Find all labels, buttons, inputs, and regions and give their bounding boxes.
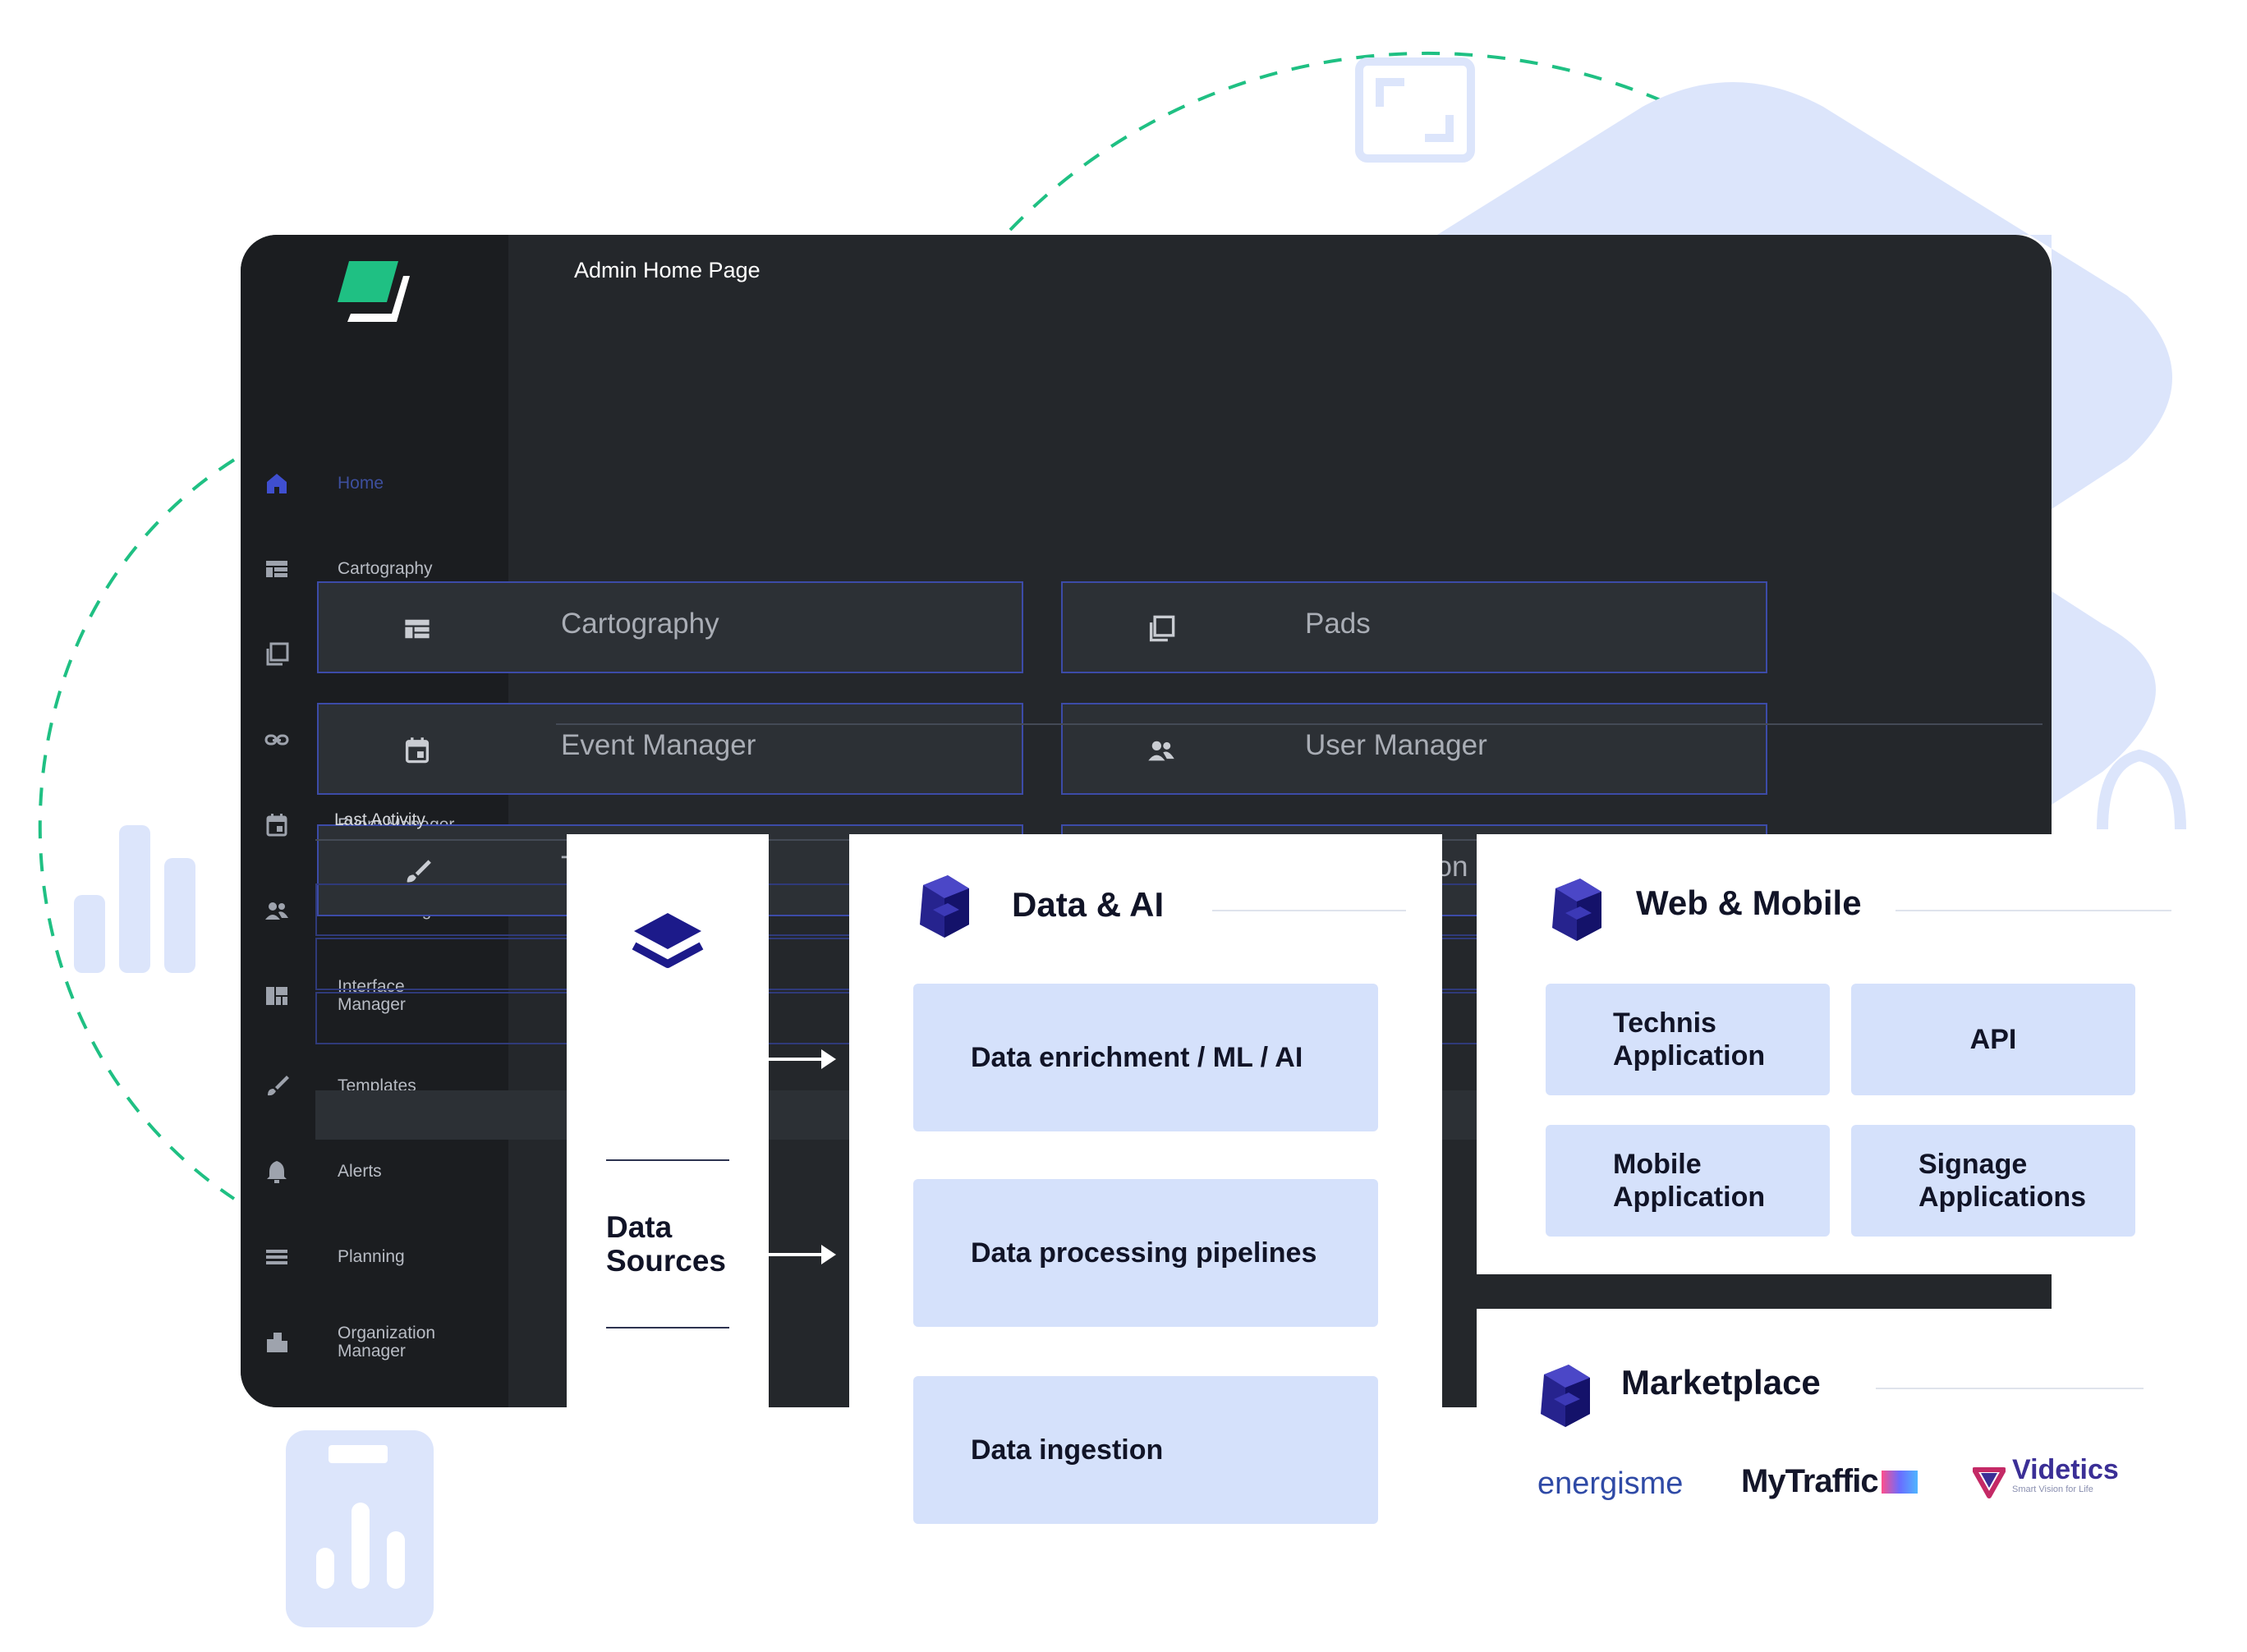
expand-icon: [1355, 57, 1475, 163]
tile-label: Cartography: [561, 608, 719, 640]
tile-label: Event Manager: [561, 729, 756, 761]
technis-logo: [338, 261, 410, 322]
admin-sidebar: Home Cartography Pads Link Pads Event Ma…: [241, 235, 508, 1407]
data-ai-item-label: Data ingestion: [971, 1434, 1164, 1466]
list-icon: [262, 1242, 292, 1272]
web-mobile-item[interactable]: API: [1851, 984, 2135, 1095]
page-title: Admin Home Page: [574, 258, 760, 282]
sidebar-item-label: Organization Manager: [338, 1324, 436, 1361]
link-icon: [262, 725, 292, 755]
tile-label: Pads: [1305, 608, 1371, 640]
last-activity-label: Last Activity: [334, 810, 425, 829]
table-icon: [262, 554, 292, 584]
tile-pads[interactable]: Pads: [1061, 581, 1767, 673]
marketplace-title: Marketplace: [1621, 1363, 1821, 1402]
sidebar-item-rebuild[interactable]: Rebuild: [241, 1404, 508, 1407]
videtics-text: Videtics: [2012, 1454, 2119, 1485]
calendar-icon: [262, 810, 292, 840]
marketplace-card: Marketplace energisme MyTraffic Videtics…: [1477, 1309, 2204, 1652]
sidebar-item-label: Cartography: [338, 559, 433, 578]
tile-label: User Manager: [1305, 729, 1487, 761]
tile-event-manager[interactable]: Event Manager: [317, 703, 1023, 795]
videtics-v-icon: [1973, 1467, 2006, 1498]
bell-icon: [262, 1157, 292, 1186]
data-sources-label: Data Sources: [606, 1210, 727, 1278]
sidebar-item-cartography[interactable]: Cartography: [241, 540, 508, 598]
sidebar-item-organization-manager[interactable]: Organization Manager: [241, 1314, 508, 1371]
web-mobile-item-label: API: [1969, 1024, 2017, 1055]
divider: [1895, 910, 2171, 911]
clipboard-chart-icon: [286, 1430, 434, 1627]
cube-icon: [1541, 1365, 1590, 1427]
building-icon: [262, 1328, 292, 1357]
divider: [1212, 910, 1406, 911]
sidebar-item-planning[interactable]: Planning: [241, 1228, 508, 1286]
layers-icon: [632, 913, 704, 968]
dashboard-icon: [262, 981, 292, 1011]
data-ai-item[interactable]: Data ingestion: [913, 1376, 1378, 1524]
users-icon: [262, 896, 292, 925]
divider: [606, 1327, 729, 1328]
sidebar-item-interface-manager[interactable]: Interface Manager: [241, 967, 508, 1025]
data-ai-item[interactable]: Data processing pipelines: [913, 1179, 1378, 1327]
divider: [1876, 1388, 2144, 1389]
sidebar-item-label: Planning: [338, 1247, 405, 1266]
calendar-icon: [401, 734, 434, 767]
table-icon: [401, 613, 434, 645]
web-mobile-card: Web & Mobile Technis Application API Mobil…: [1477, 834, 2204, 1274]
divider: [556, 723, 2043, 725]
web-mobile-item[interactable]: Mobile Application: [1546, 1125, 1830, 1237]
partner-logo-videtics[interactable]: Videtics Smart Vision for Life: [1973, 1455, 2119, 1499]
brush-icon: [401, 856, 434, 888]
data-ai-item[interactable]: Data enrichment / ML / AI: [913, 984, 1378, 1131]
divider: [606, 1159, 729, 1161]
tile-cartography[interactable]: Cartography: [317, 581, 1023, 673]
tile-user-manager[interactable]: User Manager: [1061, 703, 1767, 795]
data-sources-card: Data Sources: [567, 834, 769, 1407]
mytraffic-text: MyTraffic: [1741, 1463, 1879, 1499]
data-ai-item-label: Data processing pipelines: [971, 1237, 1317, 1269]
cube-icon: [920, 875, 969, 938]
bar-chart-icon: [74, 825, 195, 973]
web-mobile-item[interactable]: Signage Applications: [1851, 1125, 2135, 1237]
sidebar-item-home[interactable]: Home: [241, 455, 508, 512]
sidebar-item-label: Interface Manager: [338, 977, 406, 1014]
data-ai-item-label: Data enrichment / ML / AI: [971, 1042, 1303, 1073]
sidebar-item-label: Alerts: [338, 1162, 382, 1181]
cube-icon: [1552, 879, 1601, 941]
sidebar-item-alerts[interactable]: Alerts: [241, 1143, 508, 1200]
partner-logo-mytraffic[interactable]: MyTraffic: [1741, 1463, 1918, 1500]
data-ai-card: Data & AI Data enrichment / ML / AI Data …: [849, 834, 1442, 1652]
web-mobile-item-label: Signage Applications: [1918, 1149, 2087, 1213]
brush-icon: [262, 1072, 292, 1101]
users-icon: [1145, 734, 1178, 767]
copy-icon: [262, 640, 292, 669]
mytraffic-mark-icon: [1881, 1470, 1918, 1494]
partner-logo-energisme[interactable]: energisme: [1537, 1466, 1684, 1501]
data-ai-title: Data & AI: [1012, 885, 1165, 924]
web-mobile-item-label: Technis Application: [1613, 1007, 1766, 1072]
sidebar-item-label: Home: [338, 474, 384, 493]
bell-shape-icon: [2097, 749, 2186, 830]
copy-icon: [1145, 613, 1178, 645]
web-mobile-item[interactable]: Technis Application: [1546, 984, 1830, 1095]
web-mobile-item-label: Mobile Application: [1613, 1149, 1766, 1213]
arrow-icon: [769, 1245, 836, 1264]
arrow-icon: [769, 1049, 836, 1069]
videtics-tagline: Smart Vision for Life: [2012, 1485, 2093, 1494]
web-mobile-title: Web & Mobile: [1636, 883, 1862, 922]
home-icon: [262, 469, 292, 498]
